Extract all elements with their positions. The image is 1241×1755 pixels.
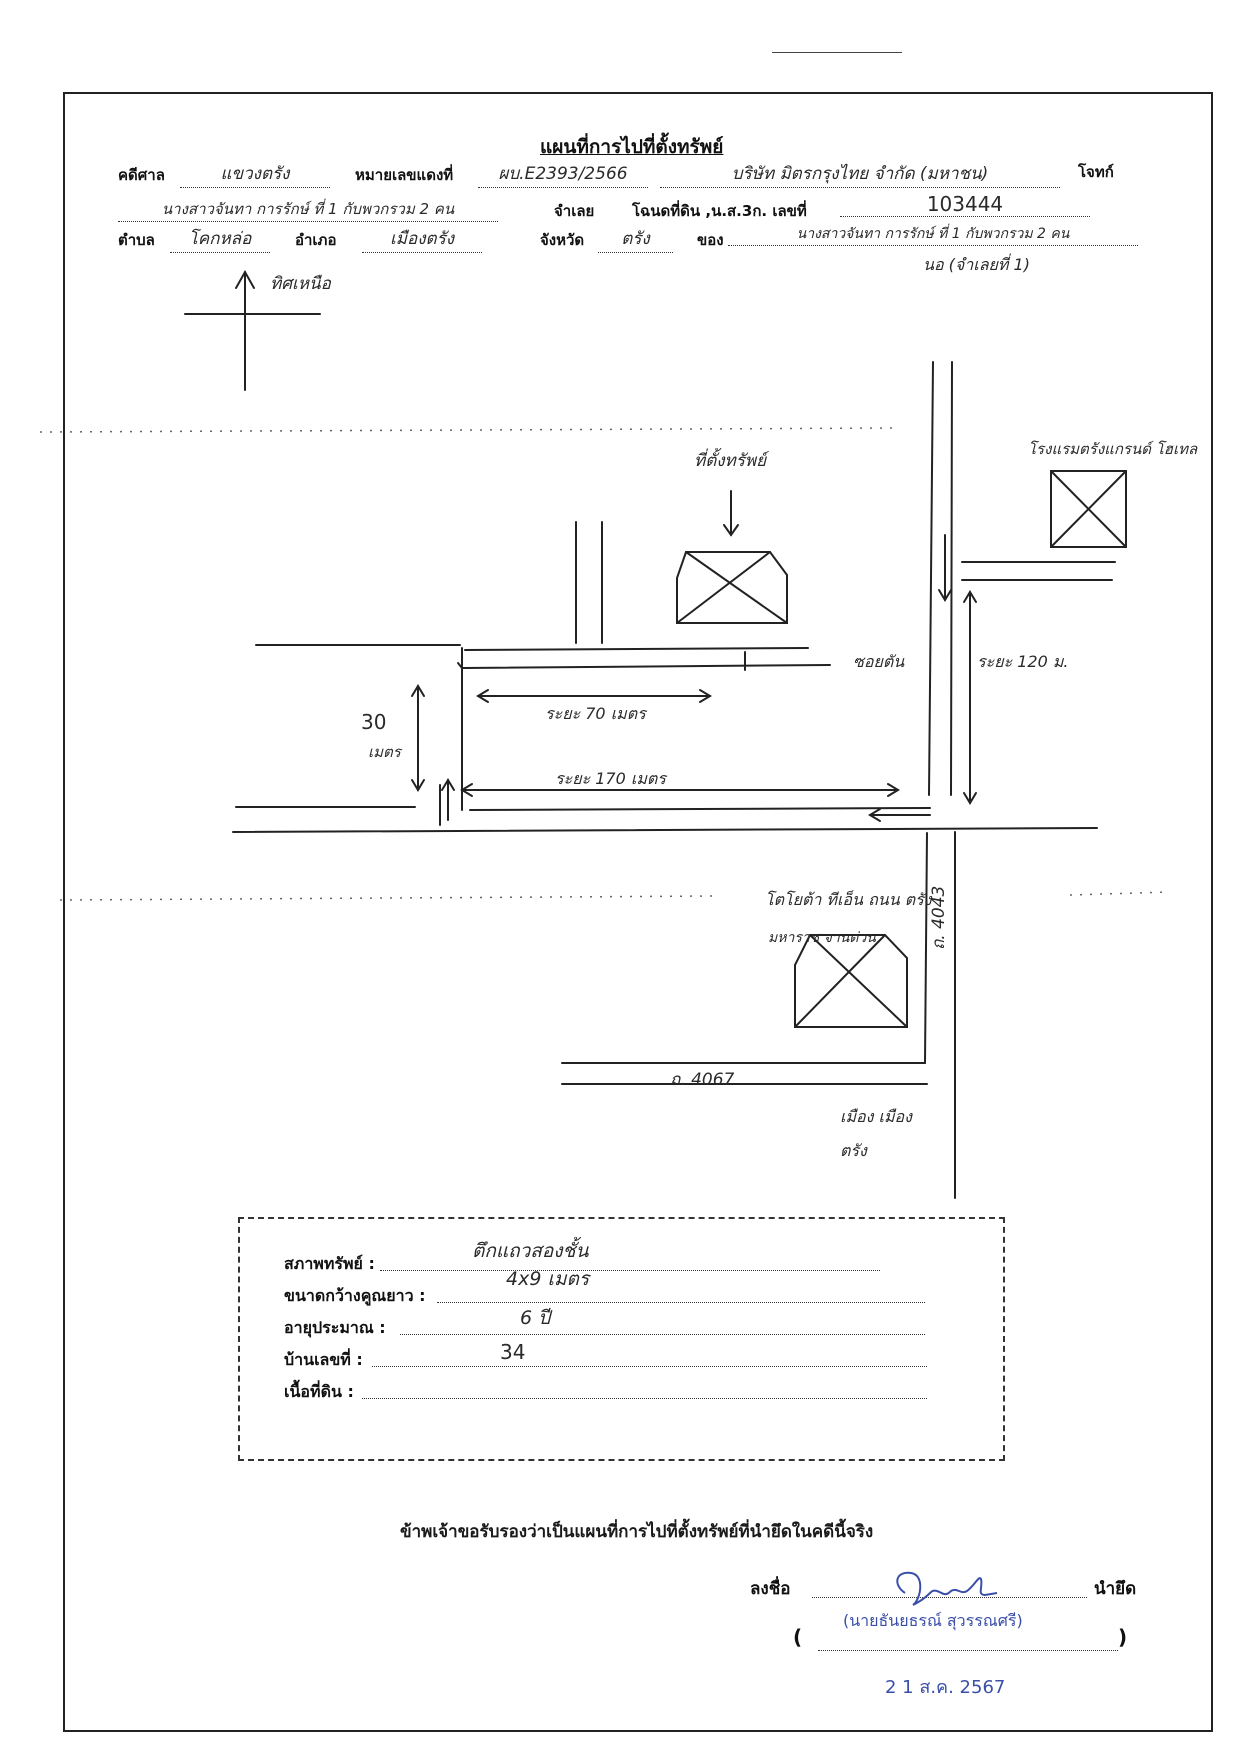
owner-value: นางสาวจันทา การรักษ์ ที่ 1 กับพวกรวม 2 ค… (728, 223, 1138, 246)
name-line (818, 1650, 1118, 1651)
soi-label: ซอยตัน (853, 652, 905, 671)
defendant-label: จำเลย (554, 202, 595, 220)
subdistrict-label: ตำบล (118, 231, 155, 249)
case-no-value: ผบ.E2393/2566 (478, 160, 648, 188)
to-city-label: เมือง เมือง ตรัง (840, 1107, 912, 1160)
condition-label: สภาพทรัพย์ : (284, 1254, 375, 1273)
role-label: นำยึด (1094, 1579, 1137, 1599)
signer-name: (นายธันยธรณ์ สุวรรณศรี) (843, 1611, 1023, 1630)
road-4067-label: ถ. 4067 (670, 1070, 735, 1090)
road-4043-right-edge (950, 361, 953, 796)
turn-marker (457, 662, 471, 669)
soi-bottom (464, 664, 831, 669)
sign-label: ลงชื่อ (750, 1579, 791, 1599)
house-no-value: 34 (500, 1340, 526, 1364)
soi-top (464, 647, 809, 651)
dist-30-number: 30 (361, 710, 387, 734)
owner-note: นอ (จำเลยที่ 1) (923, 255, 1030, 274)
shop-label: โตโยต้า ทีเอ็น ถนน ตรัง (765, 890, 932, 909)
owner-label: ของ (697, 231, 724, 249)
house-no-line (372, 1366, 927, 1367)
province-label: จังหวัด (540, 231, 585, 249)
age-label: อายุประมาณ : (284, 1318, 386, 1337)
stamp-date: 2 1 ส.ค. 2567 (885, 1677, 1006, 1698)
north-label: ทิศเหนือ (270, 274, 331, 294)
condition-value: ตึกแถวสองชั้น (472, 1240, 589, 1262)
property-label: ที่ตั้งทรัพย์ (694, 451, 767, 471)
age-value: 6 ปี (520, 1307, 551, 1329)
signature-line (812, 1597, 1087, 1598)
page-title: แผนที่การไปที่ตั้งทรัพย์ (540, 136, 724, 158)
size-line (437, 1302, 925, 1303)
land-area-label: เนื้อที่ดิน : (284, 1382, 354, 1401)
plaintiff-label: โจทก์ (1078, 163, 1114, 181)
defendant-value: นางสาวจันทา การรักษ์ ที่ 1 กับพวกรวม 2 ค… (118, 197, 498, 222)
deed-label: โฉนดที่ดิน ,น.ส.3ก. เลขที่ (632, 202, 807, 220)
hotel-label: โรงแรมตรังแกรนด์ โฮเทล (1028, 440, 1198, 458)
land-area-line (362, 1398, 927, 1399)
plaintiff-value: บริษัท มิตรกรุงไทย จำกัด (มหาชน) (660, 160, 1060, 188)
dist-120-label: ระยะ 120 ม. (977, 652, 1069, 671)
district-label: อำเภอ (295, 231, 337, 249)
condition-line (380, 1270, 880, 1271)
paren-open: ( (793, 1625, 803, 1649)
dist-70-label: ระยะ 70 เมตร (545, 704, 646, 723)
road-4043-lower-left (924, 832, 928, 1064)
signature-mark (896, 1571, 998, 1606)
province-value: ตรัง (598, 225, 673, 253)
dist-30-unit: เมตร (368, 743, 401, 761)
hotel-building (1050, 470, 1127, 548)
size-value: 4x9 เมตร (506, 1268, 590, 1290)
property-details-box (238, 1217, 1005, 1461)
case-no-label: หมายเลขแดงที่ (355, 166, 454, 184)
main-road-bottom (232, 827, 1098, 833)
dist-170-label: ระยะ 170 เมตร (555, 769, 666, 788)
road-4043-label: ถ. 4043 (929, 885, 949, 950)
size-label: ขนาดกว้างคูณยาว : (284, 1286, 426, 1305)
age-line (400, 1334, 925, 1335)
subdistrict-value: โคกหล่อ (170, 225, 270, 253)
paren-close: ) (1118, 1625, 1128, 1649)
house-no-label: บ้านเลขที่ : (284, 1350, 363, 1369)
shop-sublabel: มหาราช จานด่วน (768, 930, 876, 946)
north-arrow-head (235, 269, 255, 289)
deed-value: 103444 (840, 192, 1090, 217)
page-frame (63, 92, 1213, 1732)
district-value: เมืองตรัง (362, 225, 482, 253)
main-road-top-right (469, 807, 931, 811)
certification-text: ข้าพเจ้าขอรับรองว่าเป็นแผนที่การไปที่ตั้… (400, 1522, 874, 1542)
top-rule (772, 52, 902, 53)
road-4043-left-edge (928, 361, 934, 796)
case-label: คดีศาล (118, 166, 165, 184)
case-value: แขวงตรัง (180, 160, 330, 188)
